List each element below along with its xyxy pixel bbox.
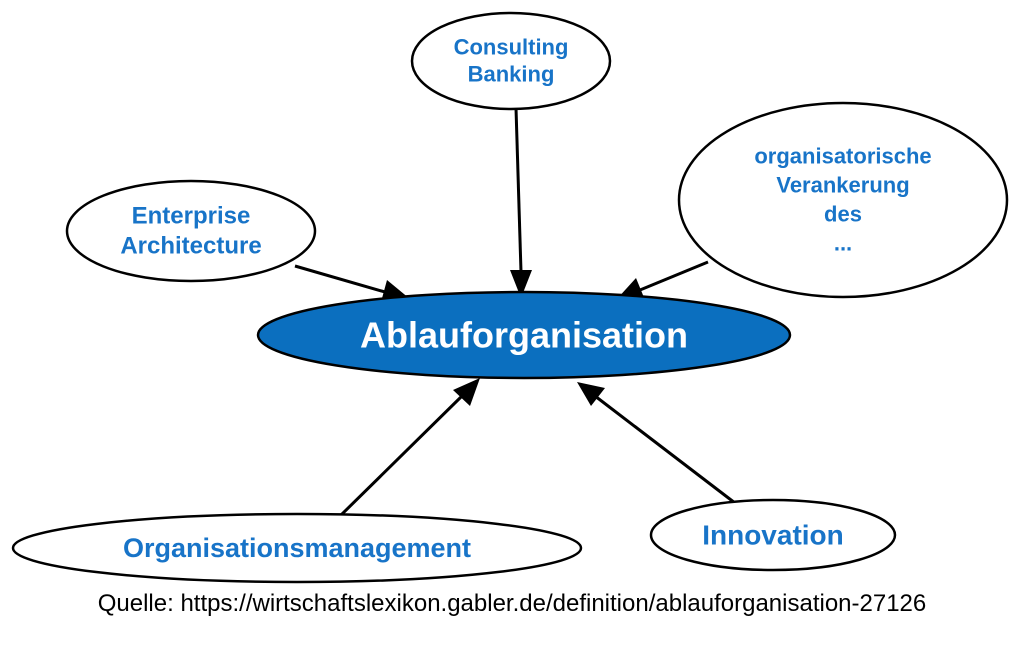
arrowhead-consulting bbox=[510, 270, 532, 298]
node-verankerung-ellipse bbox=[677, 101, 1009, 299]
node-orgmanagement[interactable]: Organisationsmanagement bbox=[11, 512, 583, 584]
node-enterprise-ellipse bbox=[65, 179, 317, 283]
node-verankerung-line-2: Verankerung bbox=[776, 173, 909, 198]
node-verankerung-line-1: organisatorische bbox=[754, 144, 931, 169]
node-verankerung-line-3: des bbox=[824, 202, 862, 227]
node-verankerung[interactable]: organisatorische Verankerung des ... bbox=[677, 101, 1009, 299]
node-consulting-line-2: Banking bbox=[468, 62, 555, 87]
edge-enterprise-to-center bbox=[294, 264, 386, 294]
node-innovation[interactable]: Innovation bbox=[649, 498, 897, 572]
arrowhead-orgmanagement bbox=[453, 378, 480, 406]
edges bbox=[294, 107, 736, 520]
node-innovation-line-1: Innovation bbox=[702, 520, 844, 551]
node-orgmanagement-line-1: Organisationsmanagement bbox=[123, 533, 471, 563]
node-consulting-ellipse bbox=[410, 11, 612, 111]
node-consulting-line-1: Consulting bbox=[454, 35, 569, 60]
center-node-ellipse bbox=[256, 290, 792, 380]
edge-consulting-to-center bbox=[514, 107, 523, 273]
arrowhead-innovation bbox=[577, 382, 605, 406]
edge-innovation-to-center bbox=[594, 394, 736, 505]
node-enterprise-line-2: Architecture bbox=[120, 233, 261, 260]
node-innovation-ellipse bbox=[649, 498, 897, 572]
center-node-label: Ablauforganisation bbox=[360, 315, 688, 356]
node-consulting[interactable]: Consulting Banking bbox=[410, 11, 612, 111]
node-enterprise[interactable]: Enterprise Architecture bbox=[65, 179, 317, 283]
node-orgmanagement-ellipse bbox=[11, 512, 583, 584]
node-enterprise-line-1: Enterprise bbox=[132, 203, 251, 230]
center-node[interactable]: Ablauforganisation bbox=[256, 290, 792, 380]
source-citation: Quelle: https://wirtschaftslexikon.gable… bbox=[97, 590, 927, 617]
node-verankerung-line-4: ... bbox=[834, 231, 852, 256]
edge-orgmanagement-to-center bbox=[336, 394, 464, 520]
edge-verankerung-to-center bbox=[639, 260, 709, 292]
